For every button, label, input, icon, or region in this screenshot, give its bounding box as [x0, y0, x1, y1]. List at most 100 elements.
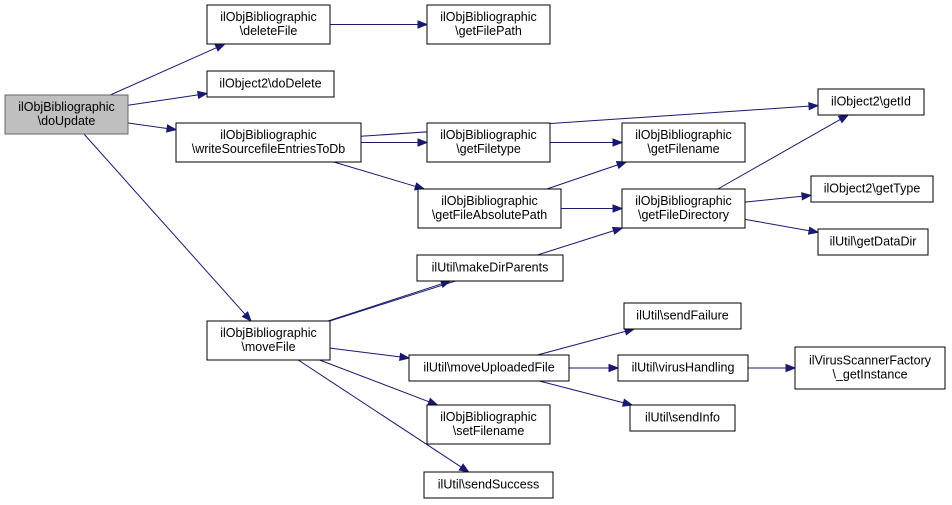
edge-line	[546, 164, 618, 190]
node-label: ilUtil\moveUploadedFile	[423, 361, 554, 375]
edge-line	[83, 133, 246, 315]
arrow-head	[196, 90, 209, 100]
edge-deleteFile-to-getFilePath	[330, 20, 429, 29]
edge-writeSourcefileEntriesToDb-to-getFiletype	[361, 138, 429, 147]
edge-line	[319, 359, 430, 403]
node-moveUploadedFile[interactable]: ilUtil\moveUploadedFile	[408, 354, 570, 382]
node-label: \_getInstance	[832, 368, 907, 382]
node-getFileAbsolutePath[interactable]: ilObjBibliographic\getFileAbsolutePath	[417, 188, 562, 229]
arrow-head	[399, 352, 411, 362]
edge-getFiletype-to-getFilename	[550, 138, 624, 147]
node-label: \getFilename	[647, 142, 719, 156]
node-box	[416, 254, 564, 282]
arrow-head	[808, 101, 820, 111]
node-label: ilObjBibliographic	[441, 194, 538, 208]
edge-line	[333, 161, 416, 187]
edge-getFileDirectory-to-getDataDir	[744, 218, 820, 235]
node-box	[621, 122, 746, 163]
node-label: ilObjBibliographic	[440, 10, 537, 24]
node-getDataDir[interactable]: ilUtil\getDataDir	[817, 228, 929, 256]
nodes-layer: ilObjBibliographic\doUpdateilObjBibliogr…	[4, 4, 946, 499]
node-label: ilObjBibliographic	[18, 100, 115, 114]
arrow-head	[427, 397, 439, 406]
edge-moveUploadedFile-to-virusHandling	[569, 363, 620, 373]
node-box	[629, 404, 736, 432]
node-deleteFile[interactable]: ilObjBibliographic\deleteFile	[206, 4, 331, 45]
edges-layer	[83, 20, 850, 473]
node-sendSuccess[interactable]: ilUtil\sendSuccess	[423, 471, 554, 499]
node-label: \getFilePath	[455, 24, 522, 38]
edge-virusHandling-to-getInstance	[748, 363, 797, 373]
node-label: \setFilename	[453, 424, 525, 438]
edge-doUpdate-to-doDelete	[127, 90, 209, 106]
node-box	[417, 188, 562, 229]
node-label: ilObjBibliographic	[440, 128, 537, 142]
node-label: \doUpdate	[38, 114, 96, 128]
node-label: ilObjBibliographic	[220, 10, 317, 24]
node-label: \getFileAbsolutePath	[432, 208, 547, 222]
node-getFiletype[interactable]: ilObjBibliographic\getFiletype	[426, 122, 551, 163]
node-label: \deleteFile	[240, 24, 298, 38]
node-box	[617, 354, 749, 382]
edge-getFileDirectory-to-getType	[744, 192, 813, 203]
node-label: ilObject2\doDelete	[219, 77, 321, 91]
edge-line	[717, 119, 841, 190]
edge-line	[127, 122, 168, 129]
node-sendFailure[interactable]: ilUtil\sendFailure	[623, 302, 742, 330]
node-getFilename[interactable]: ilObjBibliographic\getFilename	[621, 122, 746, 163]
node-makeDirParents[interactable]: ilUtil\makeDirParents	[416, 254, 564, 282]
node-writeSourcefileEntriesToDb[interactable]: ilObjBibliographic\writeSourcefileEntrie…	[175, 122, 362, 163]
node-box	[794, 346, 946, 390]
node-box	[810, 175, 934, 203]
node-label: ilObjBibliographic	[635, 194, 732, 208]
arrow-head	[214, 43, 226, 52]
arrow-head	[807, 226, 820, 235]
node-box	[621, 188, 746, 229]
node-getType[interactable]: ilObject2\getType	[810, 175, 934, 203]
node-moveFile[interactable]: ilObjBibliographic\moveFile	[206, 320, 331, 361]
node-sendInfo[interactable]: ilUtil\sendInfo	[629, 404, 736, 432]
node-getFilePath[interactable]: ilObjBibliographic\getFilePath	[426, 4, 551, 45]
arrow-head	[612, 204, 624, 213]
node-box	[426, 404, 551, 445]
edge-doUpdate-to-moveFile	[83, 133, 252, 323]
arrow-head	[837, 114, 850, 124]
arrow-head	[166, 124, 178, 133]
node-label: \getFileDirectory	[638, 208, 730, 222]
edge-getFileAbsolutePath-to-getFilename	[546, 161, 628, 190]
arrow-head	[785, 363, 797, 373]
node-setFilename[interactable]: ilObjBibliographic\setFilename	[426, 404, 551, 445]
node-box	[206, 70, 335, 98]
node-box	[623, 302, 742, 330]
edge-line	[110, 47, 217, 96]
edge-line	[744, 218, 810, 232]
node-getFileDirectory[interactable]: ilObjBibliographic\getFileDirectory	[621, 188, 746, 229]
node-getId[interactable]: ilObject2\getId	[817, 88, 925, 116]
node-getInstance[interactable]: ilVirusScannerFactory\_getInstance	[794, 346, 946, 390]
node-box	[817, 228, 929, 256]
node-doUpdate[interactable]: ilObjBibliographic\doUpdate	[4, 94, 129, 135]
edge-moveUploadedFile-to-sendFailure	[537, 327, 636, 356]
node-label: ilUtil\sendSuccess	[438, 478, 539, 492]
node-label: \writeSourcefileEntriesToDb	[192, 142, 346, 156]
edge-moveUploadedFile-to-sendInfo	[539, 380, 634, 407]
node-label: ilUtil\getDataDir	[830, 235, 917, 249]
node-box	[4, 94, 129, 135]
node-label: ilObject2\getId	[831, 95, 911, 109]
node-box	[426, 4, 551, 45]
node-box	[426, 122, 551, 163]
node-label: ilObjBibliographic	[635, 128, 732, 142]
node-label: ilUtil\virusHandling	[632, 361, 735, 375]
edge-moveFile-to-sendSuccess	[297, 359, 470, 473]
arrow-head	[801, 192, 813, 201]
edge-doUpdate-to-writeSourcefileEntriesToDb	[127, 122, 178, 133]
node-label: ilUtil\sendInfo	[645, 411, 720, 425]
edge-moveFile-to-moveUploadedFile	[329, 347, 411, 362]
edge-getFileDirectory-to-getId	[717, 114, 850, 190]
arrow-head	[241, 311, 252, 323]
node-virusHandling[interactable]: ilUtil\virusHandling	[617, 354, 749, 382]
edge-line	[327, 283, 442, 322]
node-doDelete[interactable]: ilObject2\doDelete	[206, 70, 335, 98]
arrow-head	[612, 138, 624, 147]
